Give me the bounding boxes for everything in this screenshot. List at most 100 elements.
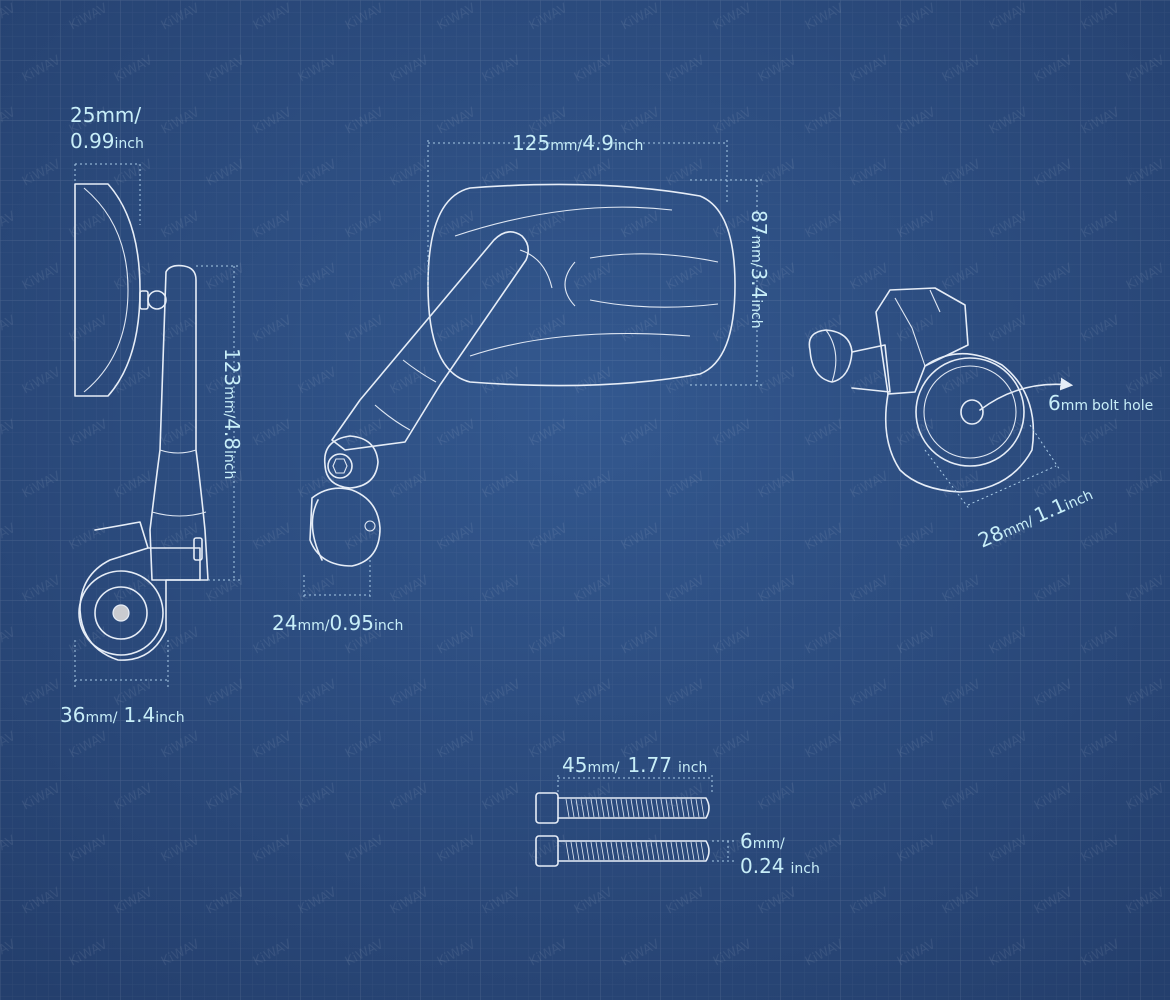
side-screw [193,537,203,561]
thread-line [595,841,600,861]
thread-line [675,841,680,861]
thread-line [655,841,660,861]
thread-line [610,798,615,818]
thread-line [610,841,615,861]
detail-neck [851,344,891,393]
front-arm [331,231,530,451]
front-clamp [309,487,381,567]
mirror-width-label: 125mm/4.9inch [512,131,643,155]
bolt-hole-pointer [979,377,1074,411]
front-mirror-notch [564,261,576,307]
detail-clamp-outer [884,352,1035,493]
front-view: 125mm/4.9inch 87mm/3.4inch 24mm/0.95inch [272,131,771,635]
detail-connector [875,287,969,395]
bolt-2-head [535,835,559,867]
thread-line [670,841,675,861]
thread-line [685,798,690,818]
bolt-diameter-label: 6mm/ [740,829,785,853]
mirror-height-label: 87mm/3.4inch [747,210,771,329]
thread-line [600,841,605,861]
side-width-label-2: 0.99inch [70,129,144,153]
side-arm-ring [159,449,197,454]
thread-line [645,798,650,818]
thread-line [700,798,705,818]
thread-line [625,841,630,861]
side-arm-ring-2 [151,511,207,517]
thread-line [690,841,695,861]
thread-line [670,798,675,818]
front-mirror-line-3 [589,299,719,308]
thread-line [585,798,590,818]
side-view: 25mm/ 0.99inch 123mm/4.8inch 36mm/1.4inc… [60,103,244,727]
thread-line [565,798,570,818]
bolt-1-shank [557,797,710,819]
thread-line [580,798,585,818]
front-hex-socket [332,458,348,474]
detail-connector-edge-2 [929,289,941,313]
side-height-label: 123mm/4.8inch [220,348,244,479]
thread-line [570,841,575,861]
front-mirror-line-1 [454,206,673,237]
thread-line [700,841,705,861]
bolt-2-shank [557,840,710,862]
detail-connector-edge [894,297,926,367]
side-mirror-head [74,183,141,397]
thread-line [590,798,595,818]
thread-line [615,841,620,861]
thread-line [625,798,630,818]
thread-line [590,841,595,861]
side-ball-joint [147,290,167,310]
front-hinge [323,435,379,489]
thread-line [650,841,655,861]
thread-line [605,798,610,818]
thread-line [605,841,610,861]
thread-line [565,841,570,861]
thread-line [635,841,640,861]
thread-line [665,841,670,861]
bolt-1-thread [565,798,705,818]
detail-bolt-hole [960,399,984,425]
thread-line [680,841,685,861]
front-clamp-edge [311,499,323,561]
thread-line [620,798,625,818]
clamp-width-label: 24mm/0.95inch [272,611,403,635]
thread-line [600,798,605,818]
thread-line [630,841,635,861]
thread-line [620,841,625,861]
side-bolt-head [112,604,130,622]
thread-line [575,841,580,861]
thread-line [645,841,650,861]
side-arm [149,264,209,581]
thread-line [695,798,700,818]
thread-line [660,798,665,818]
front-hinge-bolt [327,453,353,479]
thread-line [640,798,645,818]
detail-clamp-inner [923,365,1017,459]
thread-line [585,841,590,861]
side-mirror-lens [83,187,129,393]
base-width-label: 36mm/1.4inch [60,703,185,727]
thread-line [635,798,640,818]
bolt-2-thread [565,841,705,861]
front-arm-joint-2 [374,404,411,431]
thread-line [595,798,600,818]
thread-line [675,798,680,818]
thread-line [690,798,695,818]
thread-line [680,798,685,818]
thread-line [615,798,620,818]
side-clamp-ring [78,570,164,656]
side-width-label: 25mm/ [70,103,141,127]
detail-clamp-ring [915,357,1025,467]
thread-line [640,841,645,861]
thread-line [575,798,580,818]
thread-line [655,798,660,818]
thread-line [685,841,690,861]
thread-line [660,841,665,861]
thread-line [665,798,670,818]
